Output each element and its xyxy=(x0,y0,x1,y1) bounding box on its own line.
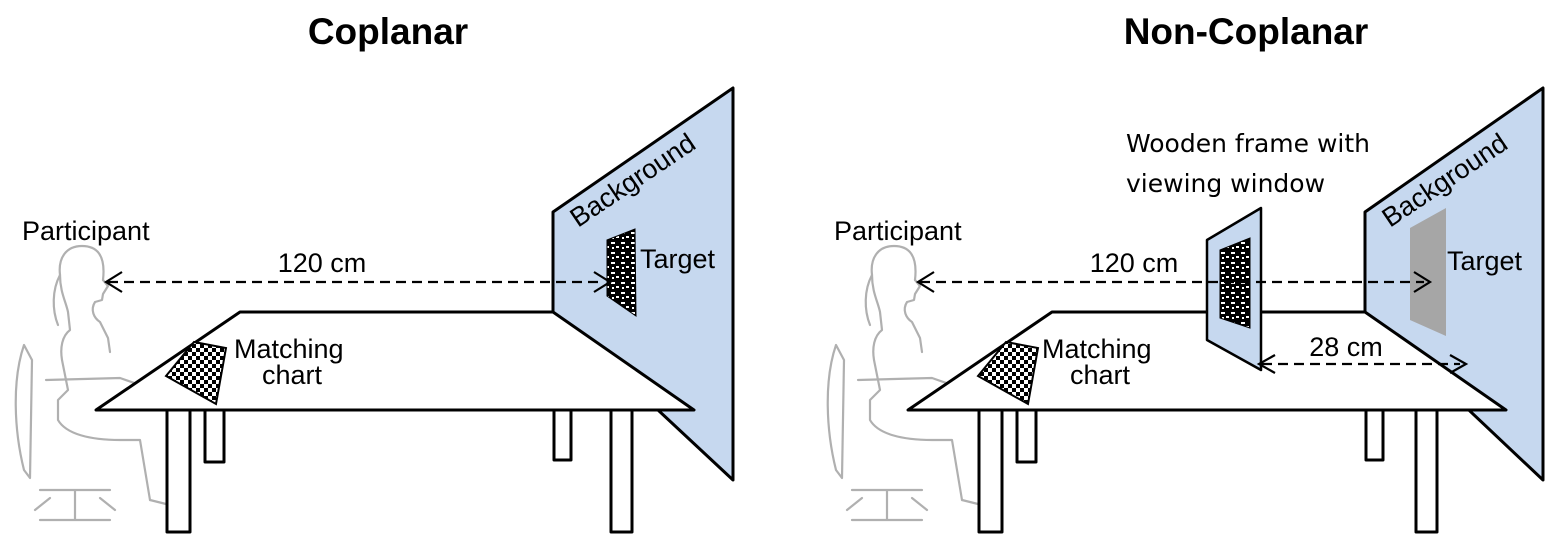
table-leg xyxy=(1414,408,1439,534)
panel-title: Coplanar xyxy=(308,11,468,52)
distance-label: 120 cm xyxy=(278,248,367,278)
frame-label-line2: viewing window xyxy=(1126,169,1325,198)
participant-figure xyxy=(14,244,172,522)
panel-coplanar: Coplanar Background Target Participant M… xyxy=(14,11,735,534)
matching-label-line2: chart xyxy=(262,360,323,390)
matching-label-line1: Matching xyxy=(1042,334,1152,364)
target-patch xyxy=(1410,208,1446,336)
target-pattern xyxy=(606,228,637,317)
matching-label-line1: Matching xyxy=(234,334,344,364)
participant-label: Participant xyxy=(22,216,150,246)
participant-figure xyxy=(826,244,984,522)
table-leg xyxy=(609,408,634,534)
participant-label: Participant xyxy=(834,216,962,246)
matching-chart xyxy=(976,340,1040,406)
table-leg xyxy=(977,408,1004,534)
table-leg xyxy=(165,408,192,534)
distance-arrow xyxy=(103,271,613,293)
matching-chart xyxy=(164,340,228,406)
gap-label: 28 cm xyxy=(1309,332,1383,362)
background-panel xyxy=(551,86,735,482)
frame-label-line1: Wooden frame with xyxy=(1126,129,1370,158)
target-label: Target xyxy=(640,244,716,274)
panel-noncoplanar: Non-Coplanar Background Target Participa… xyxy=(826,11,1545,534)
distance-label: 120 cm xyxy=(1090,248,1179,278)
background-panel xyxy=(1363,86,1545,482)
target-label: Target xyxy=(1447,246,1523,276)
matching-label-line2: chart xyxy=(1070,360,1131,390)
viewing-window xyxy=(1219,237,1251,329)
panel-title: Non-Coplanar xyxy=(1124,11,1369,52)
gap-arrow xyxy=(1256,354,1469,374)
distance-arrow xyxy=(915,271,1433,293)
